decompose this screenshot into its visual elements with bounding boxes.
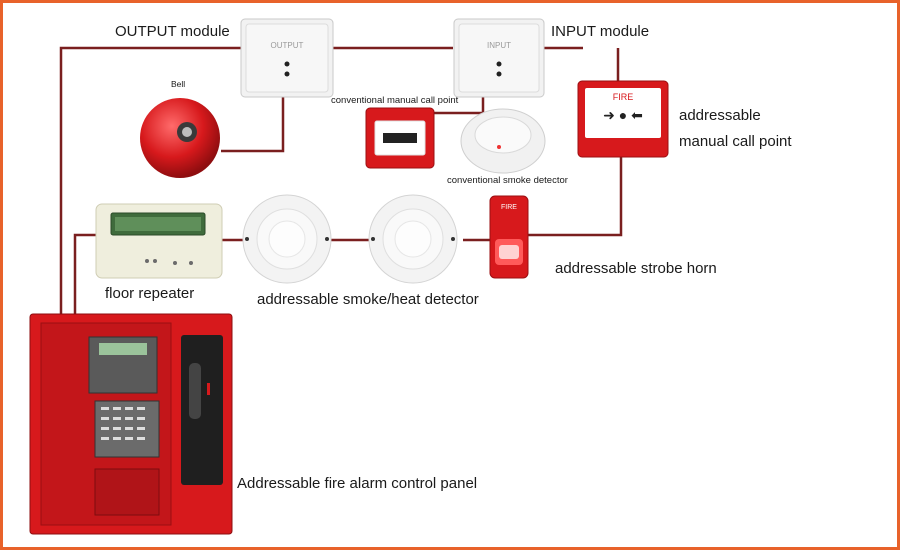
conventional-smoke-detector-icon [460, 108, 546, 174]
conventional-manual-call-point [365, 107, 435, 169]
conventional-smoke-detector [459, 105, 547, 175]
bell [135, 96, 225, 180]
addressable-detector-1 [239, 193, 335, 285]
addressable-detector-2 [365, 193, 461, 285]
label-conventional-manual-call-point: conventional manual call point [331, 95, 459, 106]
label-input-module: INPUT module [551, 23, 650, 40]
label-bell: Bell [171, 79, 186, 89]
control-panel [29, 313, 233, 535]
output-module: OUTPUT [240, 18, 334, 98]
label-addressable-manual-call-point-line2: manual call point [679, 133, 792, 150]
label-addressable-manual-call-point-line1: addressable [679, 107, 761, 124]
floor-repeater [95, 203, 223, 279]
floor-repeater-icon [95, 203, 223, 279]
addressable-manual-call-point: FIRE ➜ ● ⬅ [577, 80, 669, 158]
label-control-panel: Addressable fire alarm control panel [237, 475, 478, 492]
addressable-strobe-horn: FIRE [489, 195, 529, 279]
addressable-call-point-icon: FIRE ➜ ● ⬅ [577, 80, 669, 158]
label-addressable-strobe-horn: addressable strobe horn [555, 260, 717, 277]
control-panel-icon [29, 313, 233, 535]
input-module-face-text: INPUT [487, 41, 511, 50]
strobe-horn-icon: FIRE [489, 195, 529, 279]
conventional-call-point-icon [365, 107, 435, 169]
label-addressable-smoke-heat-detector: addressable smoke/heat detector [257, 291, 479, 308]
label-output-module: OUTPUT module [115, 23, 230, 40]
output-module-face-text: OUTPUT [271, 41, 304, 50]
call-point-face-text: FIRE [613, 92, 634, 102]
label-floor-repeater: floor repeater [105, 285, 195, 302]
svg-text:➜ ● ⬅: ➜ ● ⬅ [603, 107, 643, 123]
detector-1-icon [242, 194, 332, 284]
bell-icon [140, 98, 220, 178]
strobe-face-text: FIRE [501, 204, 517, 211]
detector-2-icon [368, 194, 458, 284]
output-module-icon: OUTPUT [240, 18, 334, 98]
input-module-icon: INPUT [453, 18, 545, 98]
input-module: INPUT [453, 18, 545, 98]
label-conventional-smoke-detector: conventional smoke detector [447, 175, 568, 186]
